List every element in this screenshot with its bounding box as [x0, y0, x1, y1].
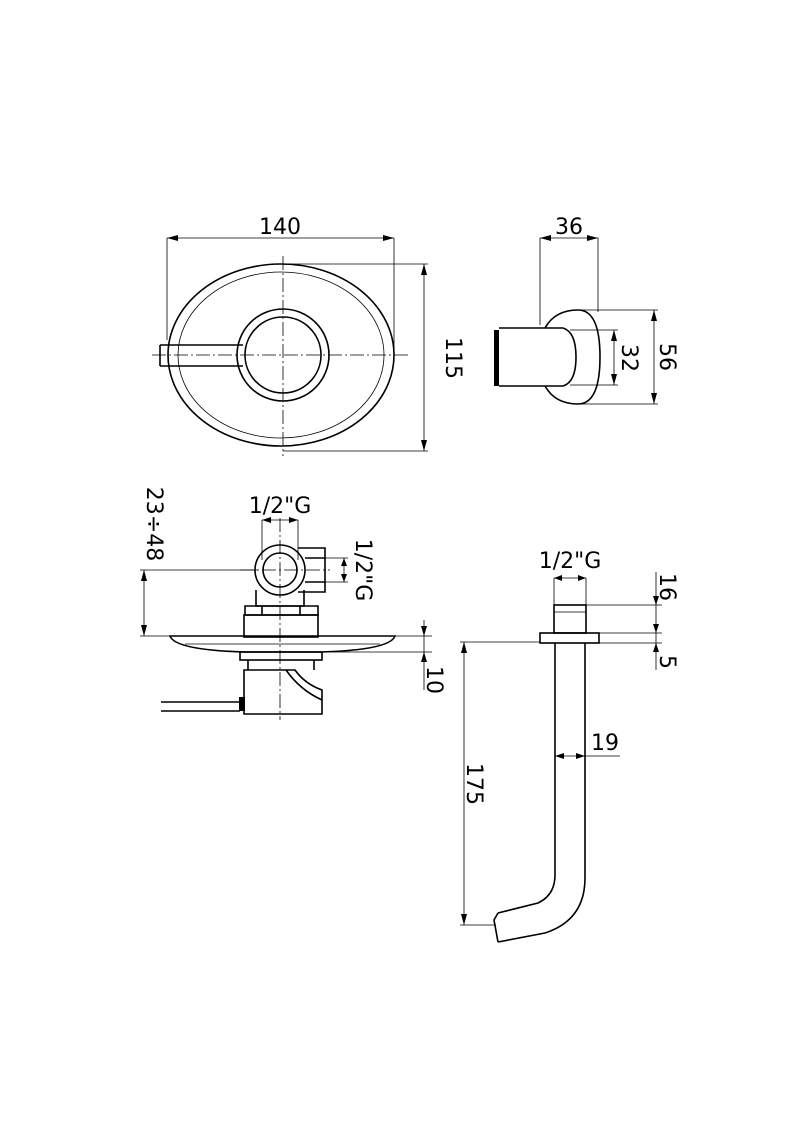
front-view — [152, 256, 408, 456]
dim-label-spout-nut-height: 16 — [654, 573, 679, 601]
valve-cartridge — [243, 614, 319, 638]
spout-flange — [539, 632, 600, 644]
dim-valve-inlet-side: 1/2"G — [325, 539, 375, 602]
spout-pipe — [493, 643, 586, 943]
dim-label-side-outer-height: 56 — [654, 343, 679, 371]
dim-label-spout-thread: 1/2"G — [539, 549, 602, 574]
dim-front-height: 115 — [283, 263, 465, 452]
dim-spout-flange-thickness: 5 — [599, 642, 679, 669]
valve-lever-stub — [239, 697, 245, 711]
dim-label-side-inner-height: 32 — [616, 344, 641, 372]
dim-label-valve-depth-range: 23÷48 — [141, 487, 166, 561]
dim-side-depth: 36 — [539, 215, 599, 325]
dim-spout-thread: 1/2"G — [539, 549, 602, 605]
dim-label-front-width: 140 — [259, 215, 301, 240]
dim-side-inner-height: 32 — [570, 329, 641, 386]
dim-label-front-height: 115 — [440, 337, 465, 379]
valve-body-feet — [244, 605, 319, 616]
valve-handle-hub — [243, 660, 323, 715]
dim-label-valve-inlet-side: 1/2"G — [350, 539, 375, 602]
dim-front-width: 140 — [166, 215, 395, 355]
dim-side-outer-height: 56 — [580, 309, 679, 405]
valve-collar — [239, 651, 323, 661]
side-plate — [544, 309, 601, 405]
dim-spout-pipe-diameter: 19 — [555, 731, 620, 759]
dim-label-spout-length: 175 — [461, 763, 486, 805]
dim-label-valve-plate-thickness: 10 — [421, 666, 446, 694]
side-body — [499, 327, 577, 387]
valve-lever — [161, 701, 240, 712]
spout-nut — [553, 604, 587, 634]
dim-valve-inlet-top: 1/2"G — [249, 494, 312, 560]
dim-label-spout-pipe-diameter: 19 — [591, 731, 619, 756]
dim-label-valve-inlet-top: 1/2"G — [249, 494, 312, 519]
dim-valve-depth-range: 23÷48 — [140, 487, 258, 637]
dim-valve-plate-thickness: 10 — [330, 620, 446, 694]
side-cap-end — [494, 330, 499, 386]
dim-spout-length: 175 — [460, 641, 540, 926]
dim-label-spout-flange-thickness: 5 — [654, 655, 679, 669]
valve-view — [161, 518, 397, 720]
front-lever — [159, 344, 243, 367]
dim-label-side-depth: 36 — [555, 215, 583, 240]
dim-spout-nut-height: 16 — [586, 572, 679, 670]
spout-view — [493, 604, 600, 943]
side-view — [494, 309, 601, 405]
